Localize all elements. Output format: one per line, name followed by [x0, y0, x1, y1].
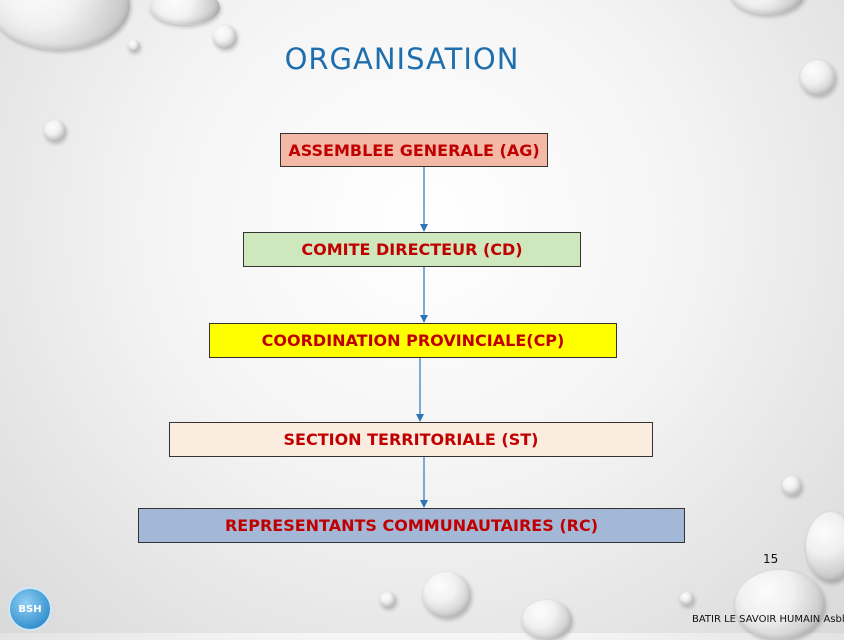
org-box-label: COORDINATION PROVINCIALE(CP) — [261, 331, 565, 350]
org-box-st: SECTION TERRITORIALE (ST) — [169, 422, 653, 457]
footer-organization: BATIR LE SAVOIR HUMAIN Asbl — [692, 614, 844, 625]
water-drop-decoration — [44, 120, 66, 142]
slide-title: ORGANISATION — [284, 42, 520, 76]
slide-number: 15 — [763, 552, 779, 566]
water-drop-decoration — [730, 0, 805, 15]
bsh-logo: BSH — [8, 587, 52, 631]
water-drop-decoration — [680, 592, 694, 606]
arrow-ag-to-cd — [420, 167, 428, 232]
org-box-cp: COORDINATION PROVINCIALE(CP) — [209, 323, 617, 358]
org-box-ag: ASSEMBLEE GENERALE (AG) — [280, 133, 548, 167]
water-drop-decoration — [128, 40, 140, 52]
arrow-st-to-rc — [420, 457, 428, 508]
org-box-label: COMITE DIRECTEUR (CD) — [301, 240, 523, 259]
water-drop-decoration — [800, 60, 836, 96]
water-drop-decoration — [522, 600, 572, 640]
org-box-label: REPRESENTANTS COMMUNAUTAIRES (RC) — [224, 516, 598, 535]
org-box-label: ASSEMBLEE GENERALE (AG) — [288, 140, 540, 160]
water-drop-decoration — [150, 0, 220, 25]
org-box-cd: COMITE DIRECTEUR (CD) — [243, 232, 581, 267]
org-box-label: SECTION TERRITORIALE (ST) — [283, 430, 539, 449]
org-box-rc: REPRESENTANTS COMMUNAUTAIRES (RC) — [138, 508, 685, 543]
water-drop-decoration — [806, 512, 844, 582]
arrow-cd-to-cp — [420, 267, 428, 323]
arrow-cp-to-st — [416, 358, 424, 422]
water-drop-decoration — [213, 25, 237, 49]
water-drop-decoration — [735, 570, 825, 640]
water-drop-decoration — [380, 592, 396, 608]
logo-text: BSH — [18, 603, 42, 615]
water-drop-decoration — [423, 572, 471, 618]
water-drop-decoration — [782, 476, 802, 496]
